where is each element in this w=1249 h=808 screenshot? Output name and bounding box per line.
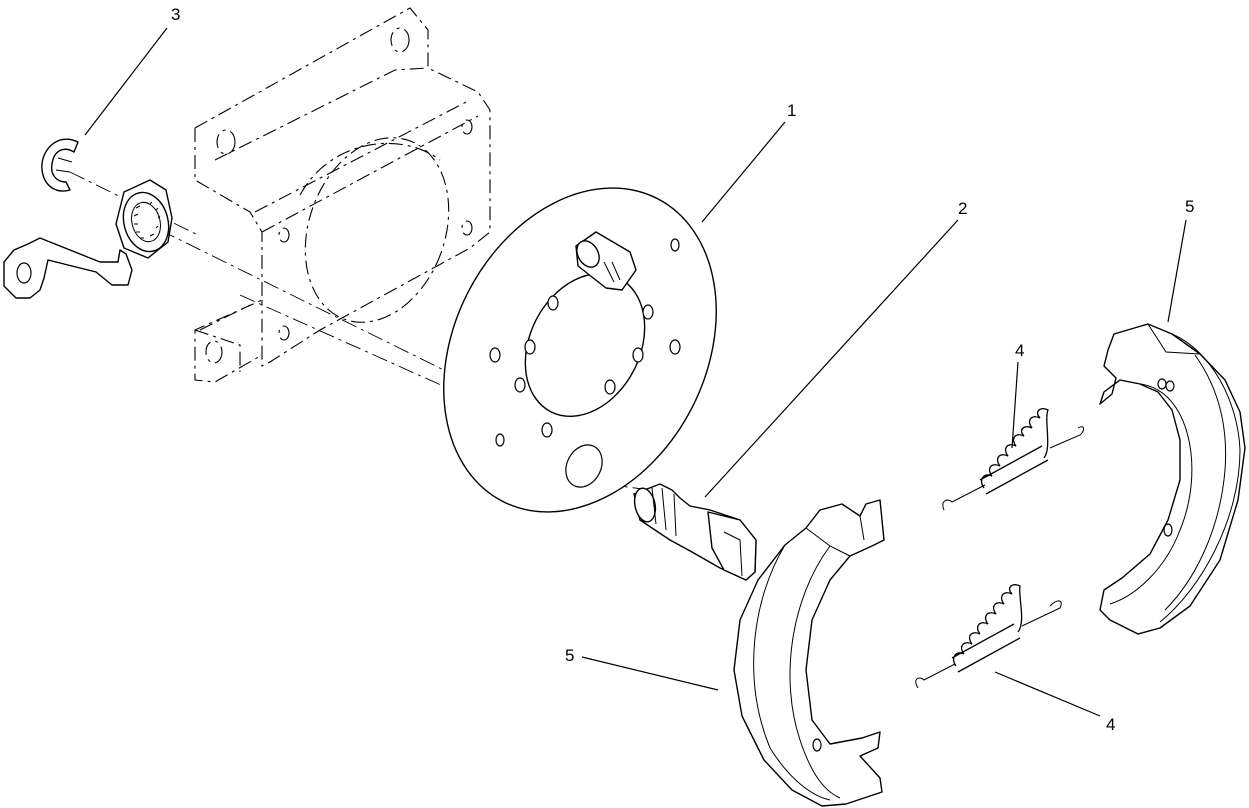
e-clip-part-3 xyxy=(41,138,79,192)
callout-2: 2 xyxy=(958,199,967,218)
callout-4-lower: 4 xyxy=(1106,715,1115,734)
brake-shoe-left-part-5 xyxy=(733,499,885,807)
spring-upper-part-4 xyxy=(942,408,1085,511)
callout-5-right: 5 xyxy=(1185,197,1194,216)
mounting-bracket-phantom xyxy=(194,7,491,383)
callout-4-upper: 4 xyxy=(1015,341,1024,360)
brake-shoe-right-part-5 xyxy=(1099,323,1246,635)
spring-lower-part-4 xyxy=(915,584,1062,689)
backing-plate-part-1 xyxy=(443,187,717,513)
callout-5-left: 5 xyxy=(565,646,574,665)
leader-lines xyxy=(84,27,1187,717)
callout-1: 1 xyxy=(787,101,796,120)
cam-shaft-part-2 xyxy=(633,483,757,581)
callout-3: 3 xyxy=(171,5,180,24)
splined-hub-lever-part-3 xyxy=(3,179,173,299)
